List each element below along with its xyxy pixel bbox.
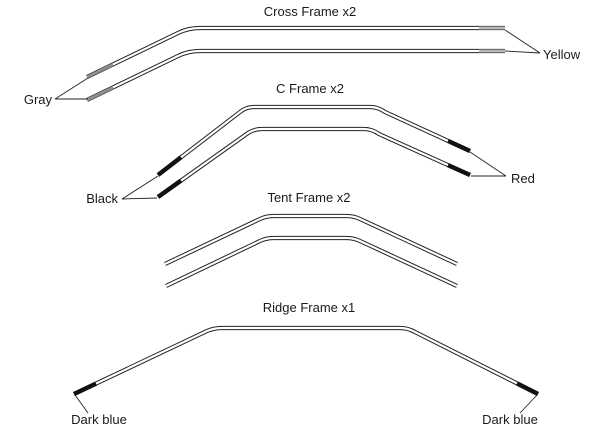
red-tip-bottom (447, 163, 471, 178)
gray-tip-bottom (86, 86, 114, 102)
dark-blue-tip-left (73, 381, 97, 396)
cross-frame-title: Cross Frame x2 (264, 4, 356, 19)
cross-frame-pole-top (86, 25, 505, 79)
red-tip-top (447, 138, 471, 153)
ridge-frame-title: Ridge Frame x1 (263, 300, 355, 315)
c-frame-pole-top (156, 104, 471, 177)
ridge-frame-group: Ridge Frame x1 Dark blue Dark blue (71, 300, 539, 427)
dark-blue-left-label: Dark blue (71, 412, 127, 427)
cross-frame-pole-bottom (86, 48, 505, 102)
c-frame-title: C Frame x2 (276, 81, 344, 96)
dark-blue-left-leader (74, 394, 89, 414)
tent-frame-pole-bottom (165, 235, 458, 288)
black-label: Black (86, 191, 118, 206)
dark-blue-tip-right (516, 381, 539, 396)
red-leader-lines (469, 151, 507, 177)
yellow-label: Yellow (543, 47, 581, 62)
gray-tip-top (86, 63, 114, 79)
cross-frame-group: Cross Frame x2 Gray Yellow (24, 4, 581, 107)
gray-leader-lines (54, 77, 89, 100)
tent-frame-pole-top (164, 213, 458, 266)
dark-blue-right-label: Dark blue (482, 412, 538, 427)
dark-blue-right-leader (519, 394, 538, 414)
gray-label: Gray (24, 92, 53, 107)
c-frame-group: C Frame x2 Black Red (86, 81, 535, 206)
black-tip-top (156, 155, 183, 177)
yellow-leader-lines (504, 29, 541, 54)
tent-frame-group: Tent Frame x2 (164, 190, 458, 288)
c-frame-pole-bottom (156, 126, 471, 199)
red-label: Red (511, 171, 535, 186)
black-leader-lines (121, 175, 159, 200)
black-tip-bottom (156, 178, 183, 199)
tent-frame-title: Tent Frame x2 (267, 190, 350, 205)
ridge-frame-pole (73, 325, 539, 396)
